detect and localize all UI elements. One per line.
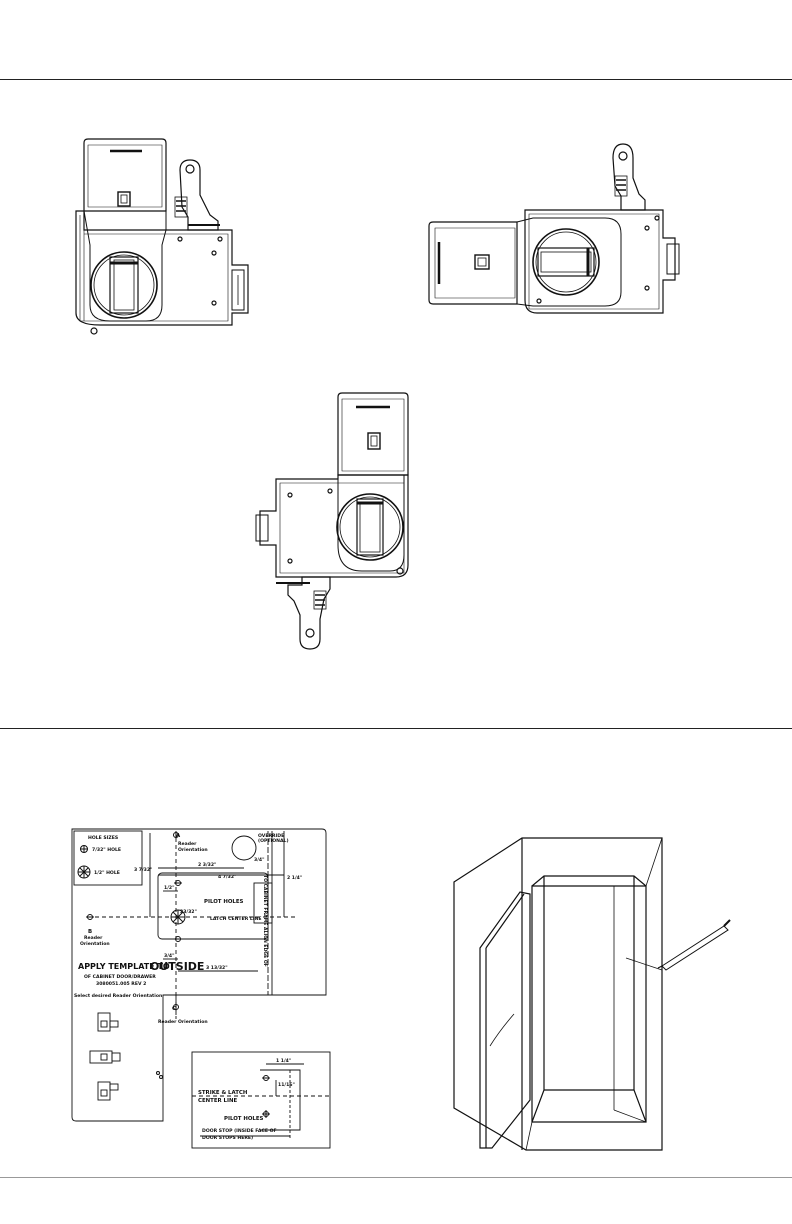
dim-2-3-32: 2 3/32" [198,862,216,868]
dim-4-7-32: 4 7/32" [218,874,236,880]
dim-1-2: 1/2" [164,885,174,891]
orientation-c-label: Orientation [178,1019,208,1025]
center-line-label: CENTER LINE [198,1098,237,1104]
orientation-b-label: Orientation [80,941,110,947]
dim-3-7-32: 3 7/32" [134,867,152,873]
hole-7-32-label: 7/32" HOLE [92,847,121,853]
dim-11-16: 11/16" [278,1082,295,1088]
override-optional-label: (OPTIONAL) [258,838,289,844]
marker-a: A [176,833,181,839]
dim-2-1-4: 2 1/4" [287,875,302,881]
strike-latch-label: STRIKE & LATCH [198,1090,248,1096]
hole-sizes-title: HOLE SIZES [88,835,118,841]
latch-center-line-label: LATCH CENTER LINE [210,916,261,922]
dim-23-32: 23/32" [180,909,197,915]
cabinet-door-label: OF CABINET DOOR/DRAWER [84,974,156,980]
apply-template-prefix: APPLY TEMPLATE TO [78,962,170,971]
reader-c-label: Reader [158,1019,177,1025]
pilot-holes2-label: PILOT HOLES [224,1116,264,1122]
override-label: OVERRIDE [258,833,284,839]
dim-3-13-32: 3 13/32" [206,965,228,971]
dim-1-1-4: 1 1/4" [276,1058,291,1064]
cabinet-with-pencil-icon [453,837,731,1151]
bottom-divider [0,1177,792,1178]
strike-template: STRIKE & LATCH CENTER LINE 1 1/4" 11/16"… [191,1051,331,1149]
reader-b-label: Reader [84,935,103,941]
part-number: 3080051.005 REV 2 [96,981,146,987]
door-stop-line2: DOOR STOPS HERE) [202,1135,253,1141]
marker-c: C [172,1006,176,1012]
lock-orientation-b-icon [428,143,680,314]
hole-1-2-label: 1/2" HOLE [94,870,120,876]
door-stop-line1: DOOR STOP (INSIDE FACE OF [202,1128,277,1134]
select-orientation-label: Select desired Reader Orientation [74,993,162,999]
middle-divider [0,728,792,729]
marker-b: B [88,929,92,935]
mounting-template: HOLE SIZES 7/32" HOLE 1/2" HOLE A Reader… [71,828,327,1122]
dim-3-4: 3/4" [254,857,264,863]
pilot-holes-label: PILOT HOLES [204,899,244,905]
top-divider [0,79,792,80]
lock-orientation-a-icon [75,138,249,335]
apply-template-outside: OUTSIDE [150,960,204,973]
dim-3-4b: 3/4" [164,953,174,959]
align-edge-note: TO CABINET FRAME ALIGN EDGE OF [262,875,268,967]
reader-a-label: Reader [178,841,197,847]
lock-orientation-c-icon [255,392,409,650]
orientation-a-label: Orientation [178,847,208,853]
